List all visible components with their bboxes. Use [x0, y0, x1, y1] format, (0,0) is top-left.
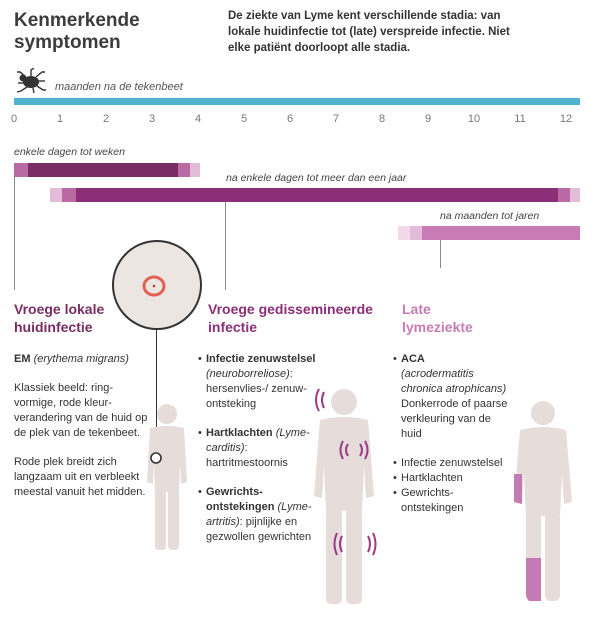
bar-late [398, 226, 580, 240]
tick-label: 4 [194, 113, 202, 125]
tick-label: 7 [332, 113, 340, 125]
tick-label: 0 [10, 113, 18, 125]
connector-line [14, 177, 15, 290]
stage-early-disseminated-title: Vroege gedissemineerde infectie [208, 301, 373, 335]
tick-label: 2 [102, 113, 110, 125]
tick-label: 5 [240, 113, 248, 125]
stage-early-disseminated-text: Infectie zenuwstelsel (neuroborreliose):… [198, 352, 320, 559]
bar-early-disseminated [50, 188, 580, 202]
stage-early-local-text: EM (erythema migrans) Klassiek beeld: ri… [14, 353, 148, 498]
bar-early-local [14, 163, 200, 177]
stage-late-text: ACA(acrodermatitis chronica atrophicans)… [393, 352, 511, 516]
connector-line [440, 240, 441, 268]
tick-label: 6 [286, 113, 294, 125]
stage-early-local-title: Vroege lokale huidinfectie [14, 301, 105, 335]
timeline-axis [14, 98, 580, 105]
human-figure-early-disseminated [304, 386, 384, 606]
tick-label: 10 [467, 113, 481, 125]
human-figure-early-local [138, 402, 196, 552]
tick-icon [14, 68, 48, 94]
timeline-label: maanden na de tekenbeet [55, 81, 183, 93]
intro-text: De ziekte van Lyme kent verschillende st… [228, 10, 510, 54]
human-figure-late [505, 398, 581, 603]
bar-label-early-disseminated: na enkele dagen tot meer dan een jaar [226, 172, 407, 184]
page-title: Kenmerkende symptomen [14, 10, 140, 53]
stage-late-title: Late lymeziekte [402, 301, 473, 335]
tick-label: 8 [378, 113, 386, 125]
magnifier-pointer [156, 330, 157, 454]
skin-rash-magnifier [110, 238, 205, 333]
tick-label: 3 [148, 113, 156, 125]
connector-line [225, 202, 226, 290]
bar-label-early-local: enkele dagen tot weken [14, 146, 125, 158]
tick-label: 12 [559, 113, 573, 125]
bar-label-late: na maanden tot jaren [440, 210, 540, 222]
tick-label: 11 [514, 113, 526, 125]
tick-label: 1 [56, 113, 64, 125]
tick-label: 9 [424, 113, 432, 125]
